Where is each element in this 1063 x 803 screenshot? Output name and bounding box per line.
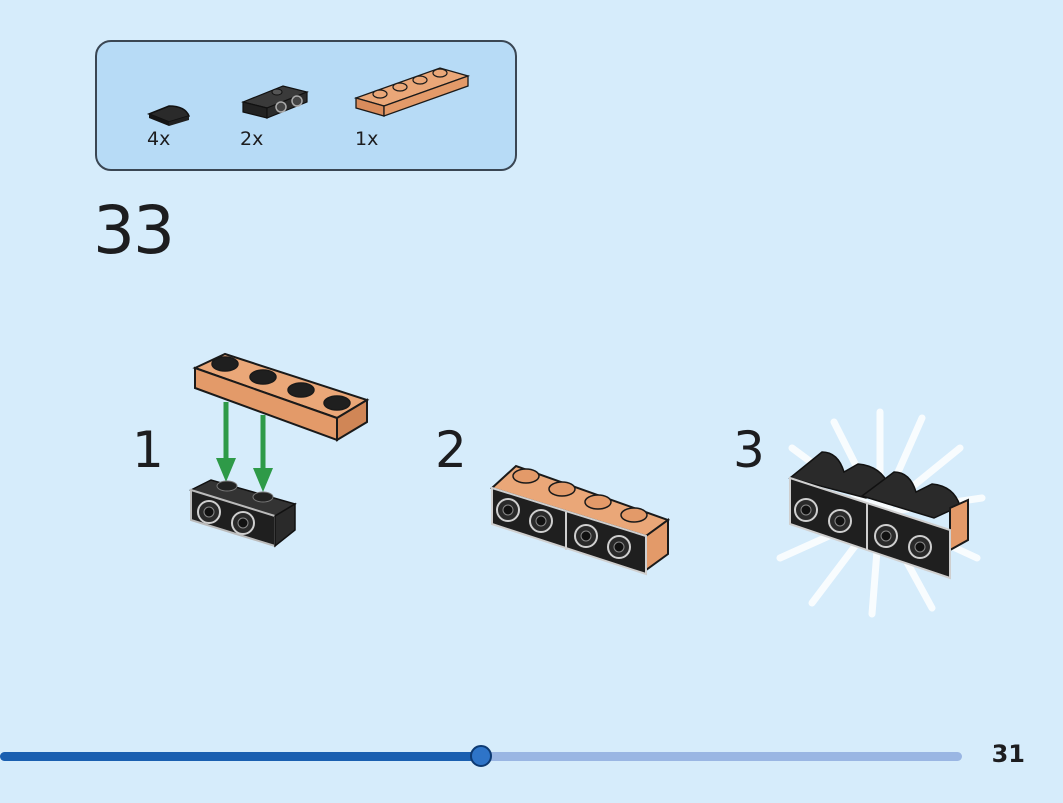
plate-1x4-nougat-icon xyxy=(353,67,471,117)
sub-step-label: 1 xyxy=(132,421,164,479)
sub-step-label: 3 xyxy=(733,421,765,479)
bracket-plate-black-icon xyxy=(241,85,309,119)
progress-fill xyxy=(0,752,481,761)
sub-step-1-illustration xyxy=(188,352,370,548)
sub-step-3-illustration xyxy=(776,408,986,618)
part-count: 2x xyxy=(240,128,264,150)
parts-list-box xyxy=(95,40,517,171)
sub-step-2-illustration xyxy=(490,464,671,576)
progress-knob[interactable] xyxy=(470,745,492,767)
quarter-round-tile-black-icon xyxy=(146,105,191,126)
page-number: 31 xyxy=(991,740,1025,768)
step-number: 33 xyxy=(93,192,175,269)
part-count: 1x xyxy=(355,128,379,150)
sub-step-label: 2 xyxy=(435,421,467,479)
part-count: 4x xyxy=(147,128,171,150)
